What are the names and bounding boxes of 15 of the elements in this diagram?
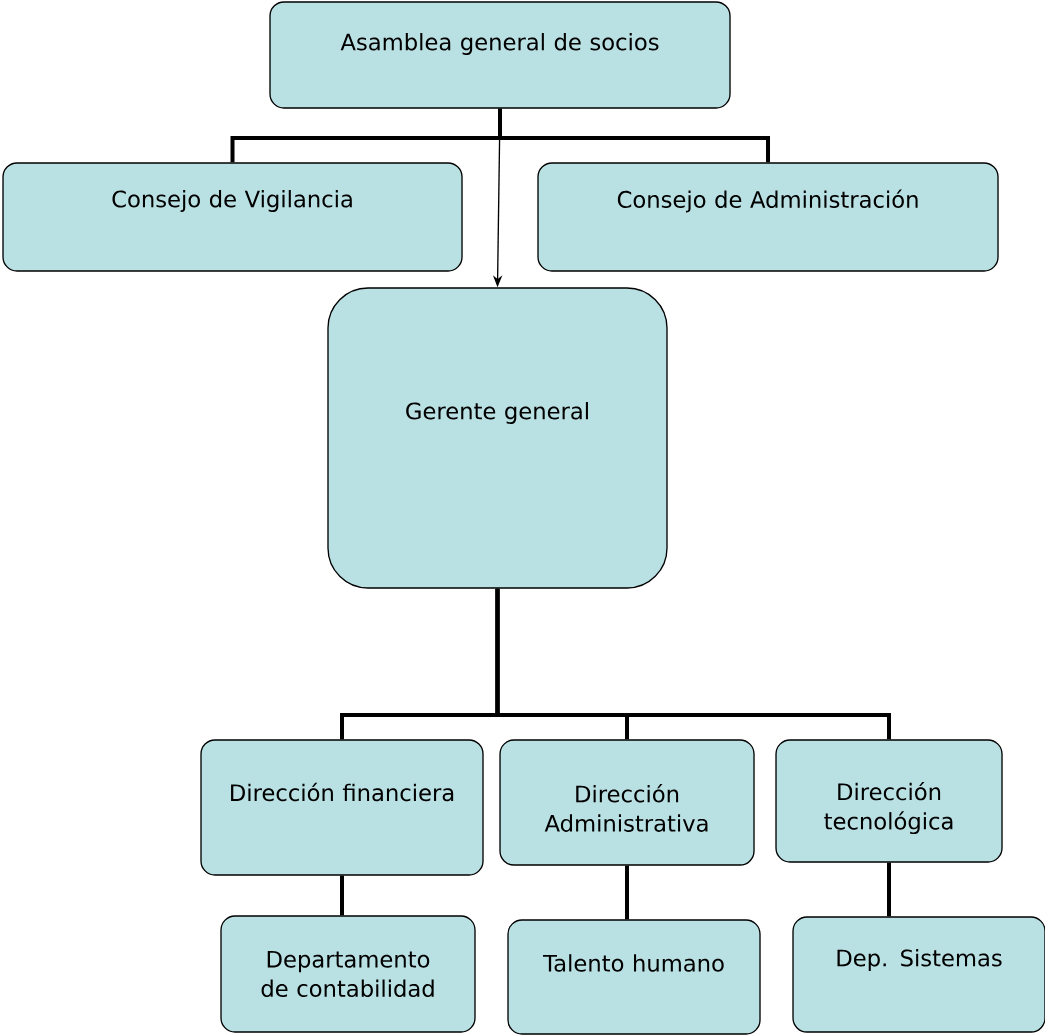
org-box: Dirección tecnológica <box>775 739 1003 863</box>
connector-line <box>340 875 344 916</box>
org-box: Consejo de Administración <box>537 162 999 272</box>
org-box: Dirección Administrativa <box>499 739 755 866</box>
org-box: Dirección financiera <box>200 739 484 876</box>
connector-line <box>625 865 629 920</box>
connector-line <box>887 862 891 917</box>
org-box: Consejo de Vigilancia <box>2 162 463 272</box>
org-box: Dep. Sistemas <box>792 916 1045 1033</box>
connector-line <box>498 108 770 163</box>
connector-line <box>495 588 891 740</box>
org-box: Asamblea general de socios <box>269 1 731 109</box>
org-box: Talento humano <box>507 919 761 1035</box>
org-box: Gerente general <box>327 287 668 589</box>
org-box: Departamento de contabilidad <box>220 915 476 1033</box>
